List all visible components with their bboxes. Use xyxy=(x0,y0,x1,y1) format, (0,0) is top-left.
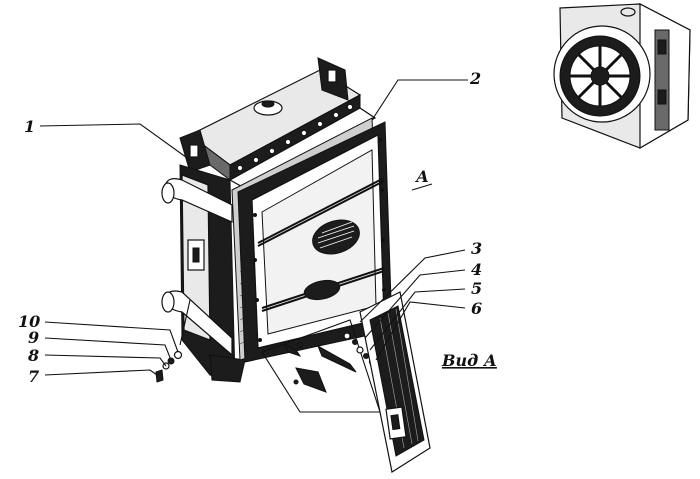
callout-10: 10 xyxy=(18,312,40,331)
view-a-side-panel xyxy=(359,291,431,473)
callout-9: 9 xyxy=(28,328,39,347)
leader-lines xyxy=(39,79,468,376)
fan-shroud-inset xyxy=(553,3,691,150)
callout-8: 8 xyxy=(27,346,39,365)
callout-2: 2 xyxy=(469,69,481,88)
view-marker: А xyxy=(415,167,429,186)
callout-labels: 1 2 3 4 5 6 7 8 9 10 А Вид А xyxy=(18,69,497,386)
callout-7: 7 xyxy=(28,367,39,386)
callout-5: 5 xyxy=(471,279,482,298)
view-a-arrow xyxy=(411,183,433,191)
callout-3: 3 xyxy=(471,239,482,258)
callout-4: 4 xyxy=(471,260,482,279)
callout-1: 1 xyxy=(24,117,35,136)
callout-6: 6 xyxy=(471,299,482,318)
view-label: Вид А xyxy=(441,351,497,370)
